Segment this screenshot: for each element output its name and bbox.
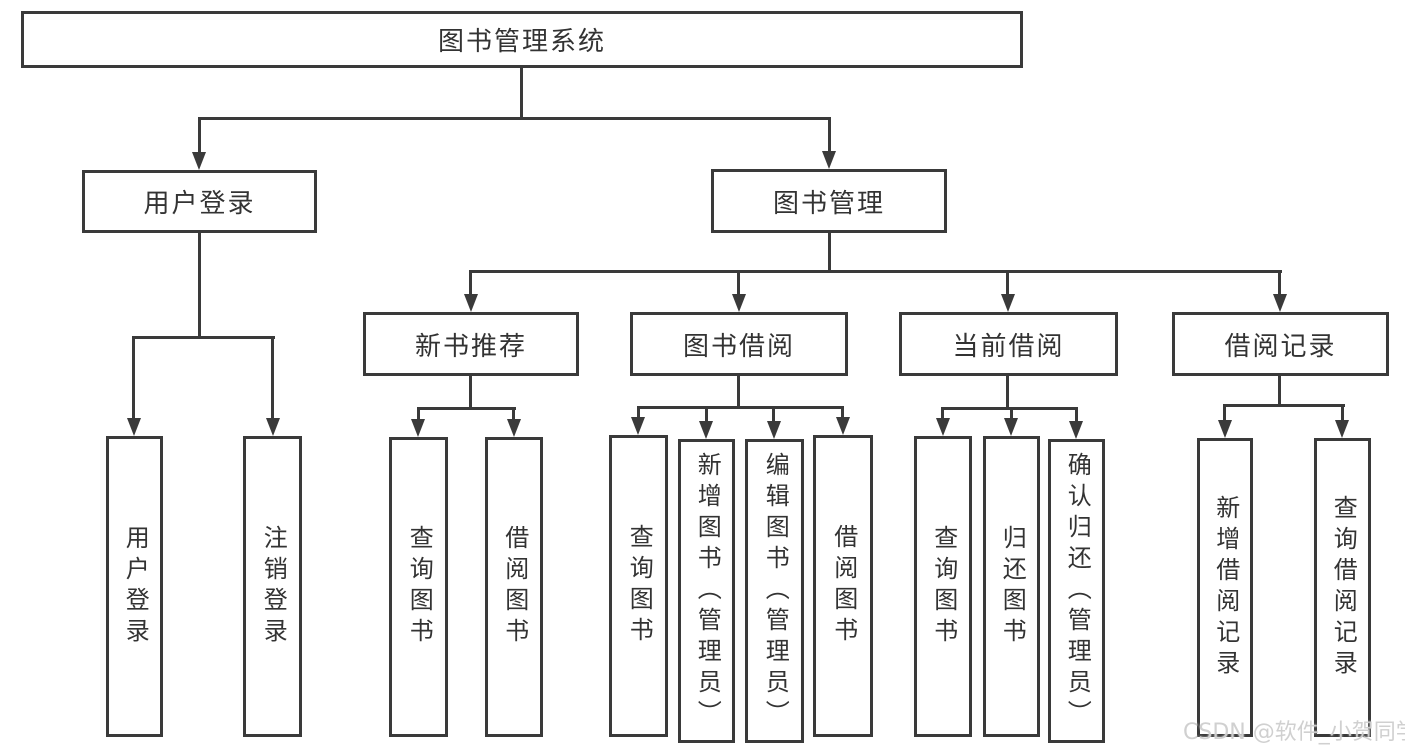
arrow-down-icon <box>1004 418 1018 436</box>
leaf-borrow-add-books-admin: 新增图书（管理员） <box>678 439 735 743</box>
leaf-user-login: 用户登录 <box>106 436 163 737</box>
arrow-down-icon <box>1001 294 1015 312</box>
node-current-borrow-label: 当前借阅 <box>952 331 1065 362</box>
leaf-current-query-books-label: 查询图书 <box>929 524 958 649</box>
connector-borrow-stem <box>737 376 740 408</box>
leaf-current-confirm-return-admin: 确认归还（管理员） <box>1048 439 1105 743</box>
connector-drop-borrow-edit <box>772 406 775 421</box>
node-borrow-records: 借阅记录 <box>1172 312 1389 376</box>
leaf-current-return-books-label: 归还图书 <box>998 524 1027 649</box>
connector-drop-new-book-recommend <box>469 270 472 294</box>
connector-recommend-rail <box>417 407 516 410</box>
connector-borrow-rail <box>637 406 844 409</box>
arrow-down-icon <box>411 419 425 437</box>
leaf-borrow-edit-books-admin: 编辑图书（管理员） <box>745 439 804 743</box>
node-book-management: 图书管理 <box>711 169 947 233</box>
arrow-down-icon <box>127 418 141 436</box>
node-borrow-records-label: 借阅记录 <box>1224 331 1337 362</box>
connector-book-mgmt-stem <box>828 233 831 272</box>
leaf-borrow-edit-books-admin-label: 编辑图书（管理员） <box>761 451 790 731</box>
leaf-logout-label: 注销登录 <box>259 524 288 649</box>
node-root: 图书管理系统 <box>21 11 1023 68</box>
arrow-down-icon <box>1335 420 1349 438</box>
leaf-records-add-record: 新增借阅记录 <box>1197 438 1253 737</box>
node-current-borrow: 当前借阅 <box>899 312 1118 376</box>
arrow-down-icon <box>767 421 781 439</box>
connector-drop-current-return <box>1010 407 1013 418</box>
connector-records-stem <box>1278 376 1281 406</box>
connector-drop-leaf-logout <box>271 336 274 418</box>
connector-drop-leaf-login <box>132 336 135 418</box>
connector-user-login-stem <box>198 233 201 338</box>
connector-drop-user-login <box>198 117 201 152</box>
leaf-current-return-books: 归还图书 <box>983 436 1040 737</box>
node-user-login: 用户登录 <box>82 170 317 233</box>
leaf-borrow-query-books: 查询图书 <box>609 435 668 737</box>
leaf-recommend-query-books: 查询图书 <box>389 437 448 737</box>
arrow-down-icon <box>699 421 713 439</box>
connector-drop-book-borrow <box>737 270 740 294</box>
arrow-down-icon <box>1218 420 1232 438</box>
connector-root-rail <box>198 117 831 120</box>
arrow-down-icon <box>836 417 850 435</box>
connector-drop-borrow-query <box>637 406 640 417</box>
leaf-records-add-record-label: 新增借阅记录 <box>1211 494 1240 681</box>
arrow-down-icon <box>822 151 836 169</box>
leaf-current-query-books: 查询图书 <box>914 436 972 737</box>
node-book-borrow-label: 图书借阅 <box>682 331 795 362</box>
node-user-login-label: 用户登录 <box>143 189 256 219</box>
connector-drop-book-management <box>828 117 831 151</box>
leaf-recommend-borrow-books: 借阅图书 <box>485 437 543 737</box>
arrow-down-icon <box>266 418 280 436</box>
connector-drop-recommend-query <box>417 407 420 419</box>
leaf-logout: 注销登录 <box>243 436 302 737</box>
connector-drop-current-query <box>941 407 944 418</box>
leaf-borrow-borrow-books-label: 借阅图书 <box>829 524 858 648</box>
connector-current-stem <box>1006 376 1009 409</box>
node-new-book-recommend-label: 新书推荐 <box>414 331 527 362</box>
leaf-borrow-query-books-label: 查询图书 <box>625 524 654 648</box>
connector-user-login-rail <box>132 336 275 339</box>
arrow-down-icon <box>1069 421 1083 439</box>
csdn-watermark: CSDN @软件_小贺同学 <box>1183 720 1405 745</box>
leaf-borrow-add-books-admin-label: 新增图书（管理员） <box>693 451 722 731</box>
connector-root-stem <box>520 68 523 118</box>
leaf-recommend-borrow-books-label: 借阅图书 <box>500 525 529 649</box>
node-book-management-label: 图书管理 <box>772 188 885 219</box>
leaf-borrow-borrow-books: 借阅图书 <box>813 435 873 737</box>
leaf-records-query-record-label: 查询借阅记录 <box>1329 494 1358 681</box>
arrow-down-icon <box>464 294 478 312</box>
connector-drop-borrow-records <box>1278 270 1281 294</box>
connector-recommend-stem <box>469 376 472 409</box>
connector-book-mgmt-rail <box>469 270 1282 273</box>
connector-drop-borrow-add <box>705 406 708 421</box>
connector-drop-current-borrow <box>1006 270 1009 294</box>
connector-drop-recommend-borrow <box>512 407 515 419</box>
leaf-current-confirm-return-admin-label: 确认归还（管理员） <box>1063 451 1092 731</box>
connector-drop-records-add <box>1223 404 1226 420</box>
arrow-down-icon <box>1273 294 1287 312</box>
connector-drop-current-confirm <box>1075 407 1078 421</box>
node-root-label: 图书管理系统 <box>437 27 606 57</box>
connector-current-rail <box>941 407 1078 410</box>
arrow-down-icon <box>192 152 206 170</box>
arrow-down-icon <box>631 417 645 435</box>
connector-drop-records-query <box>1341 404 1344 420</box>
leaf-user-login-label: 用户登录 <box>121 524 150 649</box>
arrow-down-icon <box>936 418 950 436</box>
arrow-down-icon <box>732 294 746 312</box>
connector-records-rail <box>1223 404 1345 407</box>
leaf-records-query-record: 查询借阅记录 <box>1314 438 1371 737</box>
node-new-book-recommend: 新书推荐 <box>363 312 579 376</box>
connector-drop-borrow-borrow <box>841 406 844 417</box>
node-book-borrow: 图书借阅 <box>630 312 848 376</box>
arrow-down-icon <box>507 419 521 437</box>
leaf-recommend-query-books-label: 查询图书 <box>405 525 434 649</box>
